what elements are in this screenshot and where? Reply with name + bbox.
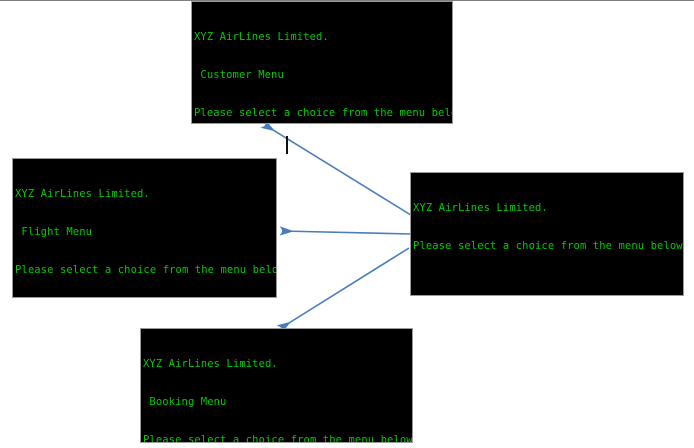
terminal-line-prompt: Please select a choice from the menu bel… bbox=[194, 106, 452, 119]
terminal-line-title: XYZ AirLines Limited. bbox=[194, 31, 329, 44]
terminal-line-prompt: Please select a choice from the menu bel… bbox=[15, 263, 276, 276]
terminal-line-subtitle: Flight Menu bbox=[15, 225, 93, 238]
terminal-main-menu[interactable]: XYZ AirLines Limited. Please select a ch… bbox=[411, 173, 683, 295]
terminal-line-prompt: Please select a choice from the menu bel… bbox=[143, 433, 412, 442]
arrow-main-to-booking bbox=[276, 247, 410, 334]
terminal-customer-menu[interactable]: XYZ AirLines Limited. Customer Menu Plea… bbox=[192, 2, 452, 123]
terminal-booking-menu[interactable]: XYZ AirLines Limited. Booking Menu Pleas… bbox=[141, 329, 412, 442]
text-caret bbox=[286, 136, 288, 154]
terminal-line-subtitle: Booking Menu bbox=[143, 395, 227, 408]
terminal-line-prompt: Please select a choice from the menu bel… bbox=[413, 239, 683, 252]
terminal-line-blank bbox=[413, 278, 683, 291]
terminal-line-title: XYZ AirLines Limited. bbox=[15, 188, 150, 201]
arrow-main-to-flight bbox=[279, 226, 413, 236]
terminal-flight-menu[interactable]: XYZ AirLines Limited. Flight Menu Please… bbox=[13, 159, 276, 297]
terminal-line-subtitle: Customer Menu bbox=[194, 68, 284, 81]
terminal-line-title: XYZ AirLines Limited. bbox=[143, 358, 278, 371]
arrow-main-to-customer bbox=[260, 119, 428, 226]
terminal-line-title: XYZ AirLines Limited. bbox=[413, 202, 548, 215]
